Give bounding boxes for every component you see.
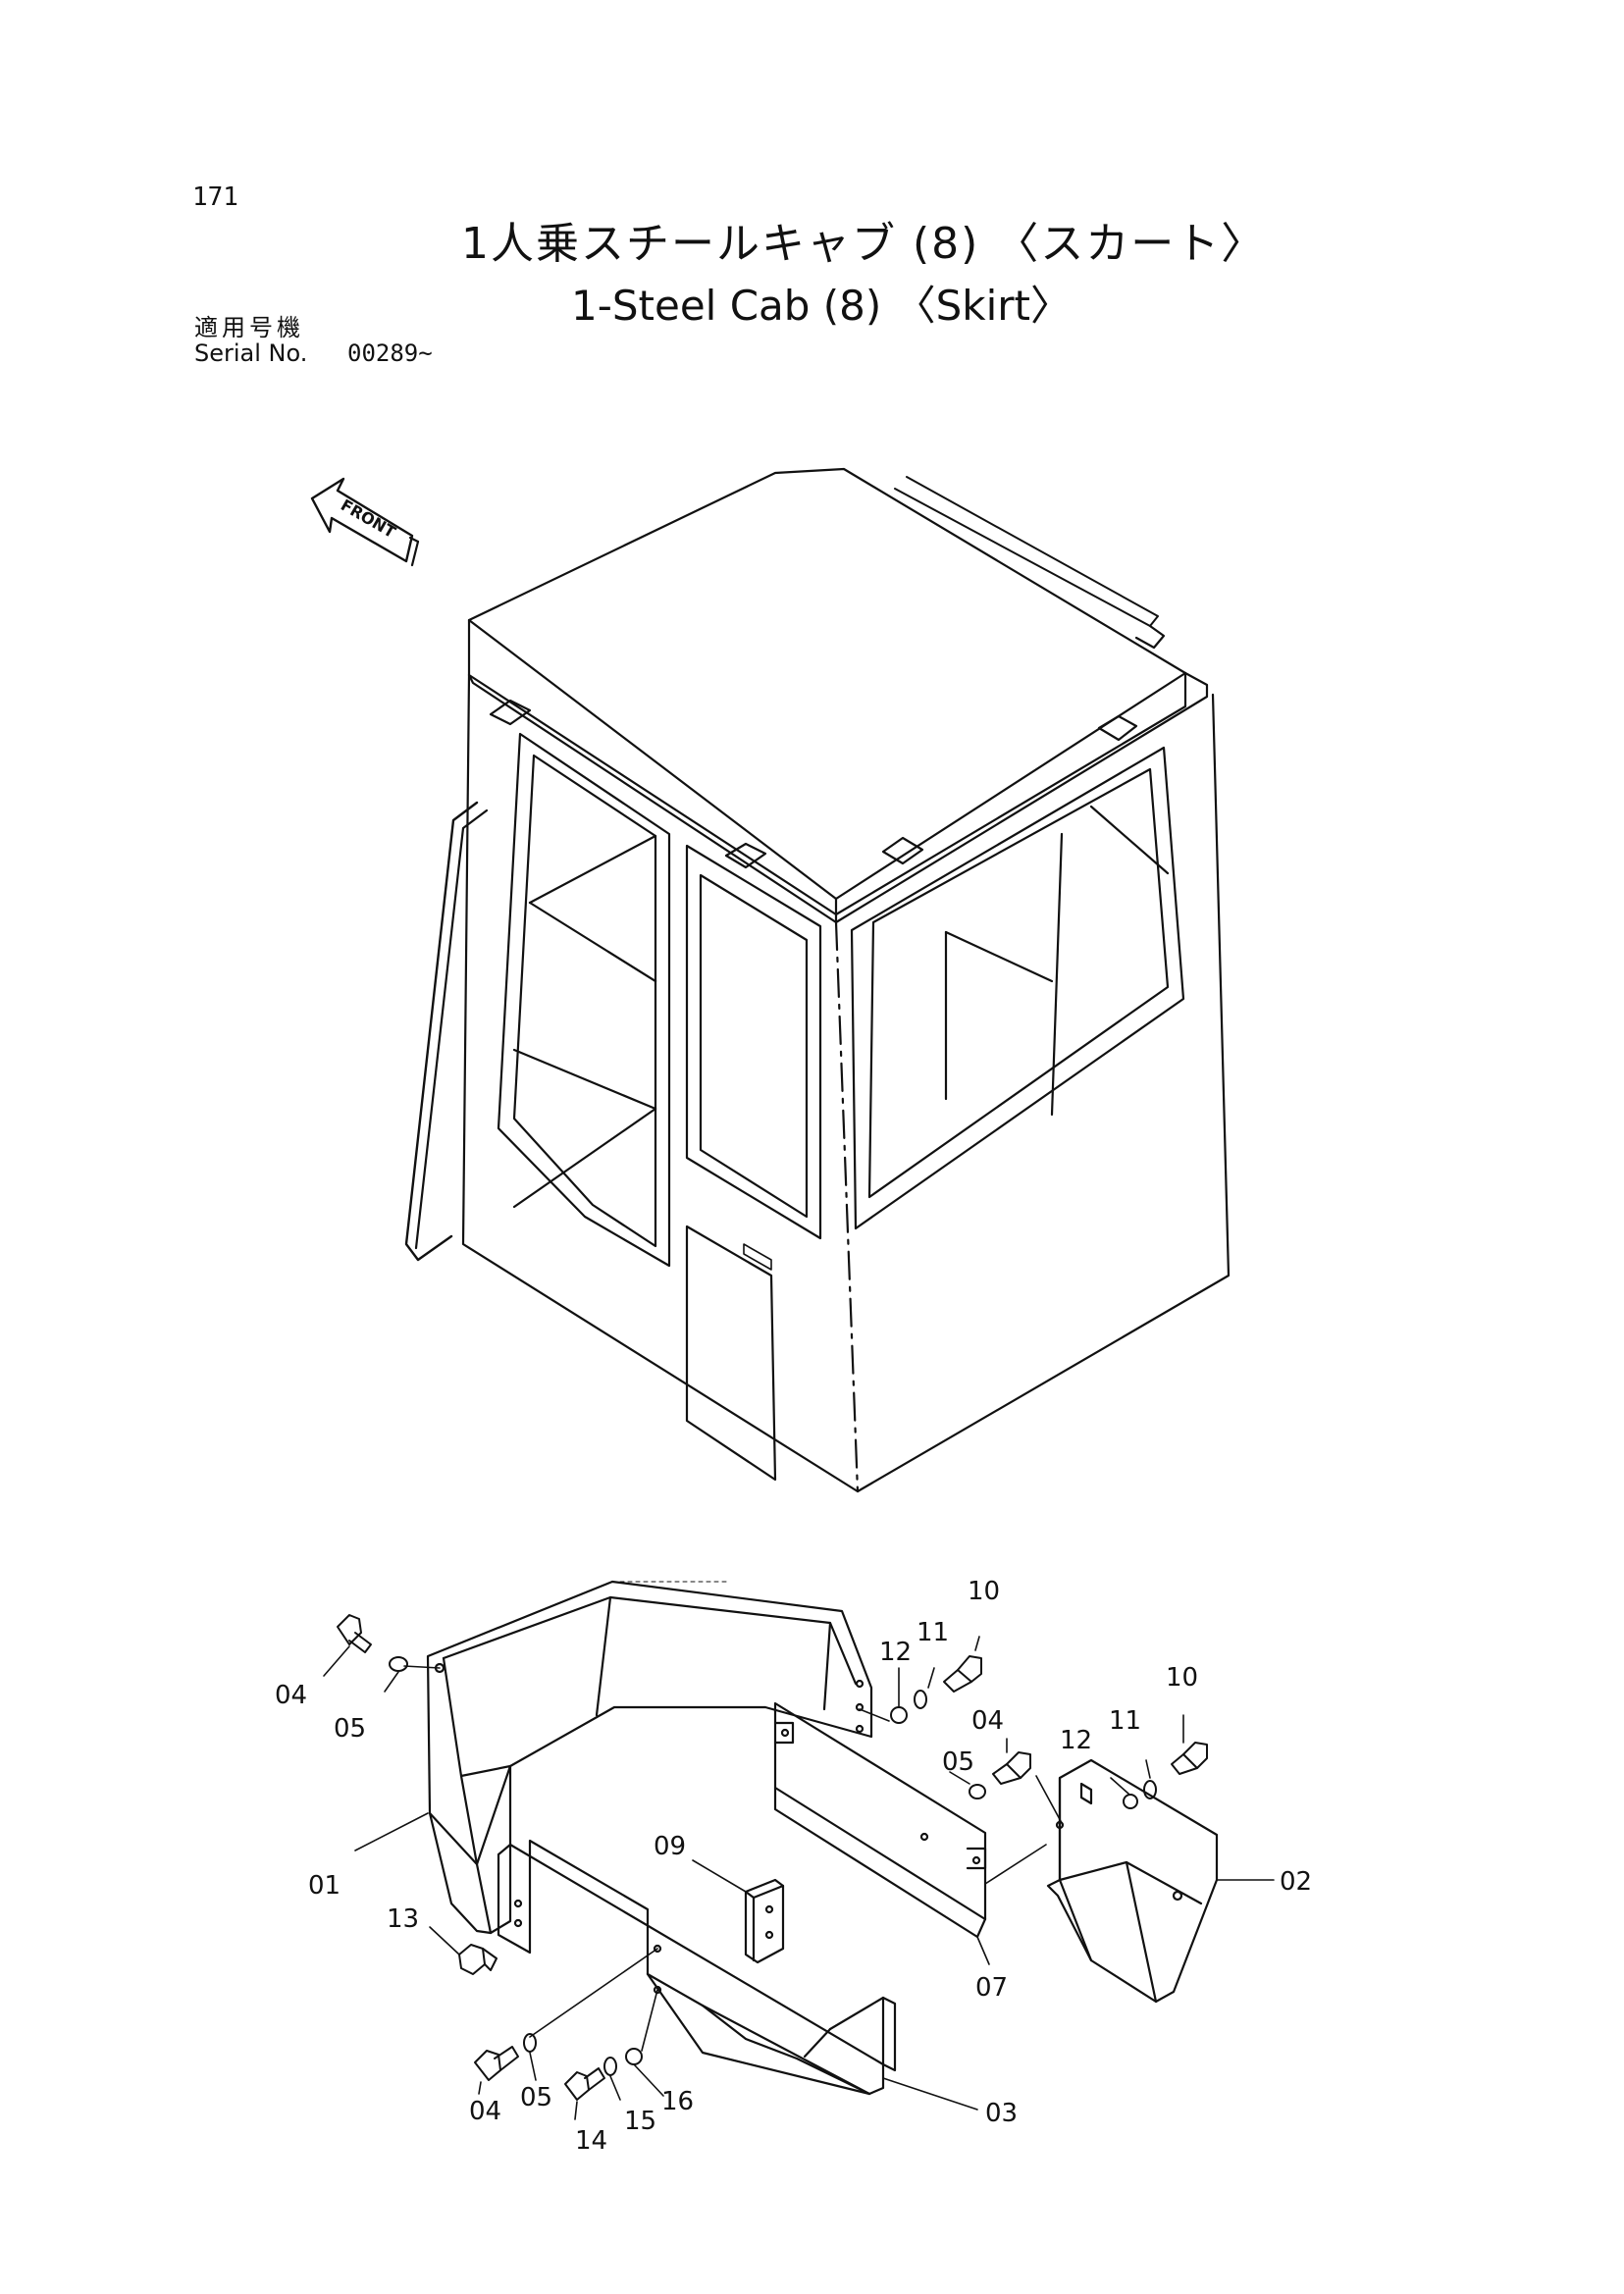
assembly-lines: [403, 1665, 1063, 2052]
callout-13: 13: [387, 1904, 419, 1934]
callout-12b: 12: [1060, 1726, 1092, 1755]
bolt-icon: [337, 1614, 372, 1653]
bolt-icon: [564, 2067, 605, 2101]
callout-07: 07: [975, 1973, 1008, 2003]
skirt-part-09: [744, 1878, 785, 1964]
page-number: 171: [192, 182, 238, 212]
callout-02: 02: [1280, 1867, 1312, 1897]
bolt-icon: [474, 2046, 519, 2081]
callout-11a: 11: [917, 1618, 949, 1647]
bolt-icon: [943, 1655, 982, 1693]
serial-label-japanese: 適用号機: [194, 314, 304, 341]
callout-04b: 04: [971, 1706, 1004, 1736]
callout-15: 15: [624, 2107, 656, 2136]
spring-washer-icon: [603, 2057, 617, 2076]
callout-14: 14: [575, 2126, 607, 2156]
serial-label-english: Serial No.: [194, 339, 308, 367]
fasteners: [337, 1614, 1208, 2101]
callout-01: 01: [308, 1871, 341, 1901]
spring-washer-icon: [914, 1690, 927, 1709]
callout-09: 09: [654, 1832, 686, 1861]
callout-16: 16: [661, 2087, 694, 2116]
title-japanese: 1人乗スチールキャブ (8) 〈スカート〉: [461, 219, 1267, 269]
callout-05b: 05: [942, 1747, 974, 1777]
spring-washer-icon: [1143, 1780, 1157, 1799]
callout-10a: 10: [968, 1577, 1000, 1606]
skirt-part-03: [497, 1839, 897, 2096]
callout-04c: 04: [469, 2097, 501, 2126]
title-english: 1-Steel Cab (8) 〈Skirt〉: [571, 282, 1073, 330]
callout-04a: 04: [275, 1681, 307, 1710]
callout-12a: 12: [879, 1638, 912, 1667]
serial-range: 00289~: [347, 339, 433, 367]
cab-assembly: [404, 467, 1231, 1493]
washer-icon: [890, 1706, 908, 1724]
front-label: FRONT: [338, 495, 399, 542]
bolt-icon: [992, 1751, 1031, 1785]
bolt-icon: [1171, 1742, 1208, 1775]
leader-lines: [323, 1636, 1275, 2120]
skirt-part-07: [773, 1701, 987, 1939]
front-arrow-icon: FRONT: [310, 477, 420, 567]
washer-icon: [389, 1656, 408, 1672]
skirt-part-02: [1046, 1758, 1219, 2004]
spring-washer-icon: [523, 2033, 537, 2053]
washer-icon: [1123, 1794, 1138, 1809]
washer-icon: [969, 1784, 986, 1799]
callout-03: 03: [985, 2099, 1018, 2128]
callout-05a: 05: [334, 1714, 366, 1744]
skirt-part-01: [426, 1580, 873, 1935]
washer-icon: [625, 2048, 643, 2065]
callout-10b: 10: [1166, 1663, 1198, 1693]
flange-nut-icon: [458, 1944, 498, 1975]
callout-05c: 05: [520, 2083, 552, 2112]
callout-numbers: 01 02 03 04 04 04 05 05 05 07 09 10 10 1…: [275, 1577, 1312, 2156]
callout-11b: 11: [1109, 1706, 1141, 1736]
